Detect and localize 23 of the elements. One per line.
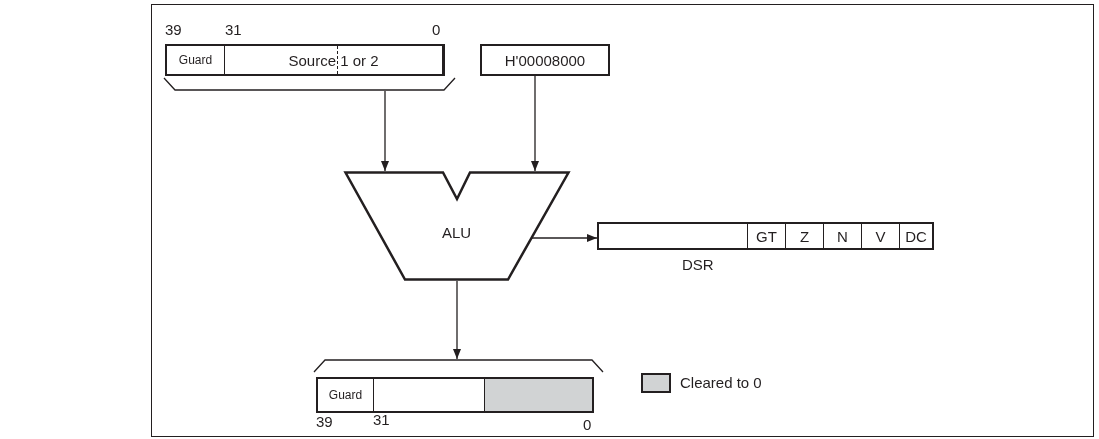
arrow	[531, 234, 598, 242]
bit-number: 31	[373, 412, 390, 428]
legend-label: Cleared to 0	[680, 375, 762, 391]
bit-number: 0	[432, 22, 441, 38]
register-box: H'00008000	[480, 44, 610, 76]
arrow	[531, 75, 539, 172]
arrow	[453, 280, 461, 360]
bit-number: 39	[165, 22, 182, 38]
flag-field: N	[824, 224, 862, 248]
arrow	[381, 90, 389, 172]
register-box	[597, 222, 934, 250]
flag-field: Z	[786, 224, 824, 248]
register-field: Guard	[167, 46, 225, 74]
bit-number: 0	[583, 417, 592, 433]
alu-label: ALU	[442, 225, 472, 241]
register-field: Source 1 or 2	[225, 46, 443, 74]
register-field: Guard	[318, 379, 374, 411]
flag-field: GT	[748, 224, 786, 248]
flag-field: V	[862, 224, 900, 248]
register-name: DSR	[682, 257, 714, 273]
bit-number: 39	[316, 414, 333, 430]
flag-field: DC	[900, 224, 932, 248]
bit-number: 31	[225, 22, 242, 38]
